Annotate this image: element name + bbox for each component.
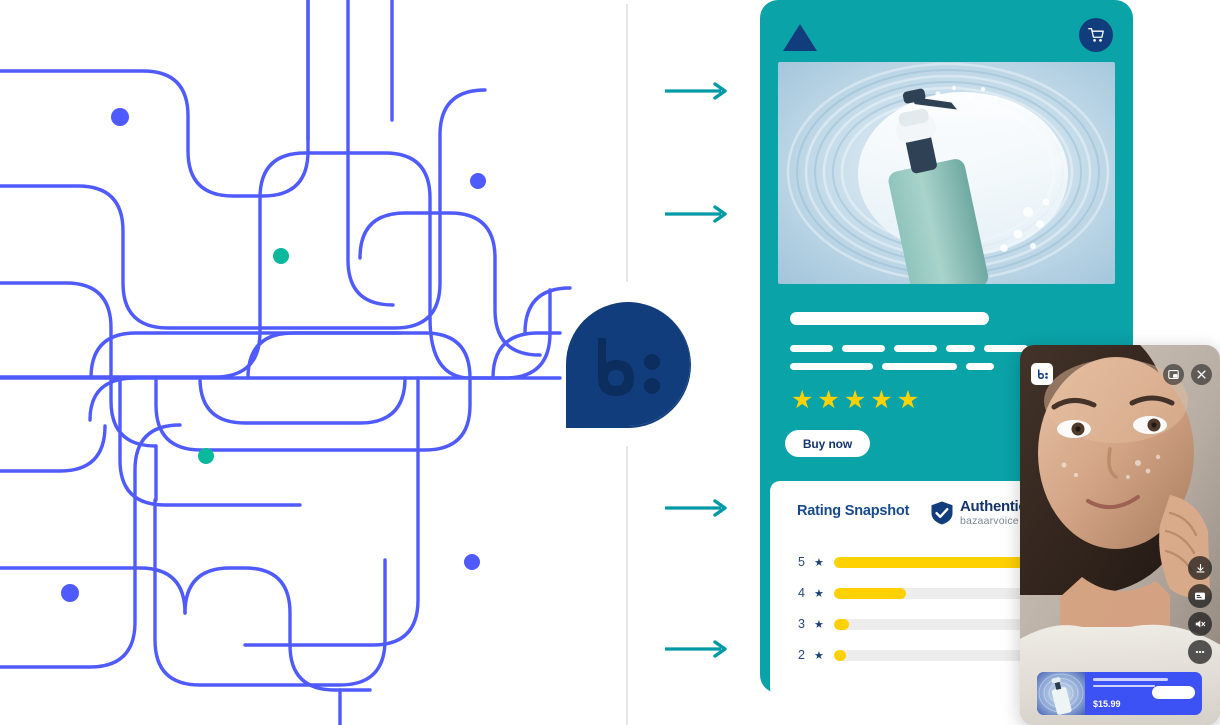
rating-row-label: 5 [798, 555, 805, 569]
bazaarvoice-logo-bubble [566, 302, 691, 428]
mute-button[interactable] [1188, 612, 1212, 636]
video-product-card[interactable]: $15.99 [1037, 672, 1202, 715]
triangle-logo-icon [783, 24, 817, 51]
rating-row-3: 3 ★ [798, 617, 1084, 631]
flow-arrow-2 [665, 205, 727, 223]
video-product-buy-button[interactable] [1152, 686, 1195, 699]
rating-row-5: 5 ★ [798, 555, 1084, 569]
picture-in-picture-button[interactable] [1163, 364, 1184, 385]
description-line-1 [790, 345, 1028, 352]
video-player-frame[interactable] [1020, 345, 1220, 725]
shield-check-icon [931, 501, 953, 525]
rating-row-2: 2 ★ [798, 648, 1084, 662]
star-icon: ★ [843, 386, 867, 414]
shopping-cart-button[interactable] [1079, 18, 1113, 52]
vertical-divider-top [626, 4, 628, 282]
download-button[interactable] [1188, 556, 1212, 580]
shoppable-video-overlay: $15.99 [1020, 345, 1220, 725]
authentic-badge-title: Authentic [960, 498, 1027, 515]
description-line-2 [790, 363, 994, 370]
close-icon [1197, 370, 1206, 379]
product-detail-panel: ★ ★ ★ ★ ★ Buy now [760, 0, 1133, 693]
mute-icon [1195, 620, 1206, 628]
product-star-rating: ★ ★ ★ ★ ★ [791, 388, 919, 413]
star-icon: ★ [814, 587, 824, 600]
product-name-skeleton-1 [1093, 678, 1168, 681]
star-icon: ★ [791, 386, 814, 414]
panel-topbar [760, 0, 1133, 62]
product-hero-image [778, 62, 1115, 284]
rating-row-4: 4 ★ [798, 586, 1084, 600]
vertical-divider-bottom [626, 446, 628, 725]
rating-bar-track [833, 556, 1084, 568]
video-product-info: $15.99 [1085, 672, 1202, 715]
authentic-badge-subtitle: bazaarvoice [960, 515, 1019, 527]
rating-bar-track [833, 649, 1084, 661]
network-dots [61, 108, 486, 602]
star-icon: ★ [814, 618, 824, 631]
flow-arrow-3 [665, 499, 727, 517]
star-icon: ★ [870, 386, 893, 414]
star-icon: ★ [814, 649, 824, 662]
more-options-button[interactable] [1188, 640, 1212, 664]
network-flow-illustration [0, 0, 572, 725]
video-product-thumbnail [1037, 672, 1085, 715]
rating-row-label: 3 [798, 617, 805, 631]
rating-snapshot-title: Rating Snapshot [797, 503, 910, 519]
flow-arrow-4 [665, 640, 727, 658]
download-icon [1195, 563, 1205, 573]
rating-row-label: 4 [798, 586, 805, 600]
bazaarvoice-video-logo [1031, 363, 1053, 385]
product-title-skeleton [790, 312, 989, 325]
flow-arrow-1 [665, 82, 727, 100]
star-icon: ★ [896, 386, 920, 414]
authentic-badge: Authentic bazaarvoice [929, 498, 1027, 527]
shopping-cart-icon [1088, 28, 1104, 42]
more-options-icon [1195, 650, 1205, 654]
product-name-skeleton-2 [1093, 684, 1155, 687]
rating-bar-track [833, 587, 1084, 599]
close-button[interactable] [1191, 364, 1212, 385]
video-product-price: $15.99 [1093, 699, 1121, 709]
star-icon: ★ [814, 556, 824, 569]
picture-in-picture-icon [1168, 370, 1179, 379]
rating-row-label: 2 [798, 648, 805, 662]
buy-now-button[interactable]: Buy now [785, 430, 870, 457]
rating-bar-track [833, 618, 1084, 630]
captions-icon [1195, 592, 1205, 600]
captions-button[interactable] [1188, 584, 1212, 608]
star-icon: ★ [817, 386, 840, 414]
